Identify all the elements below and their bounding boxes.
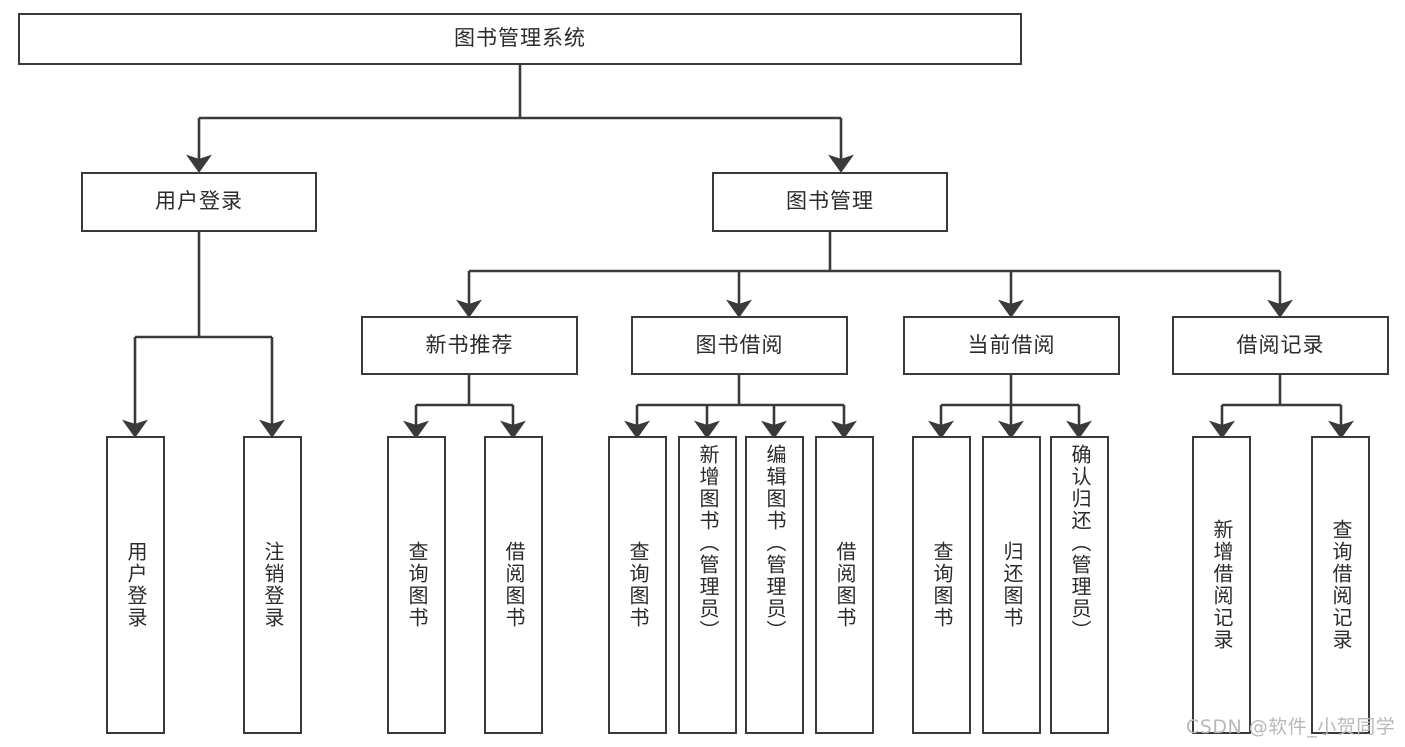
node-root[interactable]: 图书管理系统 (18, 13, 1022, 65)
node-book-manage-label: 图书管理 (786, 189, 874, 214)
leaf-query-record[interactable]: 查询借阅记录 (1311, 436, 1370, 734)
leaf-add-record[interactable]: 新增借阅记录 (1192, 436, 1251, 734)
node-current-borrow-label: 当前借阅 (967, 332, 1056, 357)
leaf-borrow-book-1-label: 借阅图书 (502, 541, 526, 629)
leaf-query-book-2[interactable]: 查询图书 (608, 436, 667, 734)
watermark: CSDN @软件_小贺同学 (1186, 716, 1396, 738)
leaf-add-record-label: 新增借阅记录 (1210, 519, 1234, 651)
leaf-query-book-1-label: 查询图书 (405, 541, 429, 629)
node-user-login[interactable]: 用户登录 (81, 172, 317, 232)
leaf-user-login[interactable]: 用户登录 (106, 436, 165, 734)
leaf-user-login-label: 用户登录 (124, 541, 148, 629)
leaf-add-book-label: 新增图书（管理员） (696, 444, 720, 642)
leaf-query-book-1[interactable]: 查询图书 (387, 436, 446, 734)
leaf-edit-book-label: 编辑图书（管理员） (763, 444, 787, 642)
node-new-book-recommend-label: 新书推荐 (425, 332, 514, 357)
node-borrow-record-label: 借阅记录 (1236, 332, 1325, 357)
leaf-confirm-return-label: 确认归还（管理员） (1068, 444, 1092, 642)
node-current-borrow[interactable]: 当前借阅 (903, 316, 1120, 375)
leaf-return-book[interactable]: 归还图书 (982, 436, 1041, 734)
node-book-borrow[interactable]: 图书借阅 (631, 316, 848, 375)
node-root-label: 图书管理系统 (454, 26, 586, 51)
leaf-borrow-book-1[interactable]: 借阅图书 (484, 436, 543, 734)
node-user-login-label: 用户登录 (155, 189, 243, 214)
node-new-book-recommend[interactable]: 新书推荐 (361, 316, 578, 375)
node-book-manage[interactable]: 图书管理 (712, 172, 948, 232)
leaf-borrow-book-2-label: 借阅图书 (833, 541, 857, 629)
node-book-borrow-label: 图书借阅 (695, 332, 784, 357)
leaf-query-book-2-label: 查询图书 (626, 541, 650, 629)
leaf-add-book[interactable]: 新增图书（管理员） (678, 436, 737, 734)
leaf-query-book-3-label: 查询图书 (930, 541, 954, 629)
leaf-logout[interactable]: 注销登录 (243, 436, 302, 734)
node-borrow-record[interactable]: 借阅记录 (1172, 316, 1389, 375)
leaf-confirm-return[interactable]: 确认归还（管理员） (1050, 436, 1109, 734)
leaf-borrow-book-2[interactable]: 借阅图书 (815, 436, 874, 734)
leaf-query-book-3[interactable]: 查询图书 (912, 436, 971, 734)
leaf-edit-book[interactable]: 编辑图书（管理员） (745, 436, 804, 734)
leaf-query-record-label: 查询借阅记录 (1329, 519, 1353, 651)
leaf-logout-label: 注销登录 (261, 541, 285, 629)
leaf-return-book-label: 归还图书 (1000, 541, 1024, 629)
